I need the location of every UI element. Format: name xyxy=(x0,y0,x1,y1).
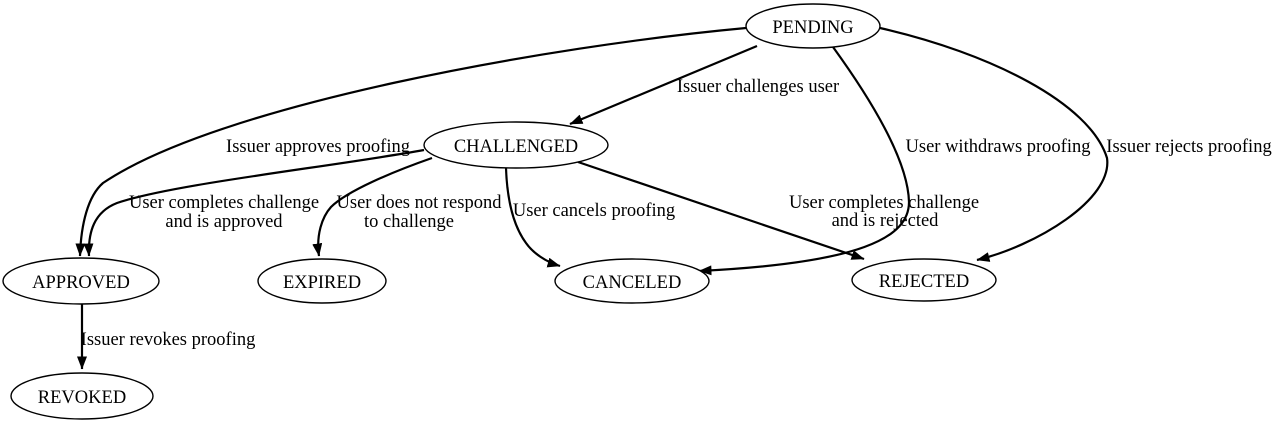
edge-pending-rejected-line xyxy=(879,26,1109,262)
edge-pending-canceled: User withdraws proofing xyxy=(698,46,1091,276)
node-canceled: CANCELED xyxy=(554,258,710,304)
node-revoked-label: REVOKED xyxy=(38,388,126,408)
node-expired-label: EXPIRED xyxy=(283,273,361,293)
node-expired-shape xyxy=(257,258,387,304)
edge-label-issuer-approves-proofing: Issuer approves proofing xyxy=(226,137,410,157)
edge-challenged-canceled-line xyxy=(504,167,561,268)
edge-challenged-canceled: User cancels proofing xyxy=(504,167,675,268)
node-rejected: REJECTED xyxy=(851,258,997,302)
node-revoked-shape xyxy=(10,372,154,420)
edge-pending-canceled-line xyxy=(698,46,911,276)
edge-label-completes-challenge-approved-line2: and is approved xyxy=(165,212,283,232)
edge-challenged-rejected: User completes challenge and is rejected xyxy=(577,160,979,261)
edge-challenged-approved: User completes challenge and is approved xyxy=(83,148,425,257)
edge-challenged-approved-line xyxy=(83,148,425,257)
edge-label-completes-challenge-approved-line1: User completes challenge xyxy=(129,193,319,213)
node-canceled-label: CANCELED xyxy=(583,273,682,293)
edge-pending-approved-line xyxy=(75,26,747,257)
edge-label-issuer-revokes-proofing: Issuer revokes proofing xyxy=(81,330,256,350)
node-challenged-shape xyxy=(423,121,609,169)
edge-label-user-withdraws-proofing: User withdraws proofing xyxy=(906,137,1091,157)
node-challenged: CHALLENGED xyxy=(423,121,609,169)
edge-approved-revoked: Issuer revokes proofing xyxy=(77,304,256,370)
node-pending-shape xyxy=(745,3,881,49)
edge-pending-approved: Issuer approves proofing xyxy=(75,26,747,257)
edge-challenged-expired: User does not respond to challenge xyxy=(312,156,503,257)
edge-label-completes-challenge-rejected-line2: and is rejected xyxy=(832,211,940,231)
edge-challenged-expired-line xyxy=(312,156,433,257)
edge-label-issuer-rejects-proofing: Issuer rejects proofing xyxy=(1106,137,1271,157)
edge-pending-challenged: Issuer challenges user xyxy=(569,44,839,126)
edge-label-completes-challenge-rejected-line1: User completes challenge xyxy=(789,193,979,213)
node-canceled-shape xyxy=(554,258,710,304)
node-approved-shape xyxy=(2,257,160,305)
node-approved: APPROVED xyxy=(2,257,160,305)
node-approved-label: APPROVED xyxy=(32,273,130,293)
node-pending-label: PENDING xyxy=(772,18,853,38)
edge-label-does-not-respond-line1: User does not respond xyxy=(337,193,503,213)
edge-label-does-not-respond-line2: to challenge xyxy=(364,212,454,232)
edge-pending-challenged-line xyxy=(569,44,758,126)
node-expired: EXPIRED xyxy=(257,258,387,304)
node-revoked: REVOKED xyxy=(10,372,154,420)
node-challenged-label: CHALLENGED xyxy=(454,137,578,157)
node-rejected-shape xyxy=(851,258,997,302)
edge-pending-rejected: Issuer rejects proofing xyxy=(879,26,1272,262)
edge-label-issuer-challenges-user: Issuer challenges user xyxy=(677,77,839,97)
edge-label-user-cancels-proofing: User cancels proofing xyxy=(513,201,675,221)
node-rejected-label: REJECTED xyxy=(879,272,969,292)
edge-challenged-rejected-line xyxy=(577,160,865,261)
node-pending: PENDING xyxy=(745,3,881,49)
